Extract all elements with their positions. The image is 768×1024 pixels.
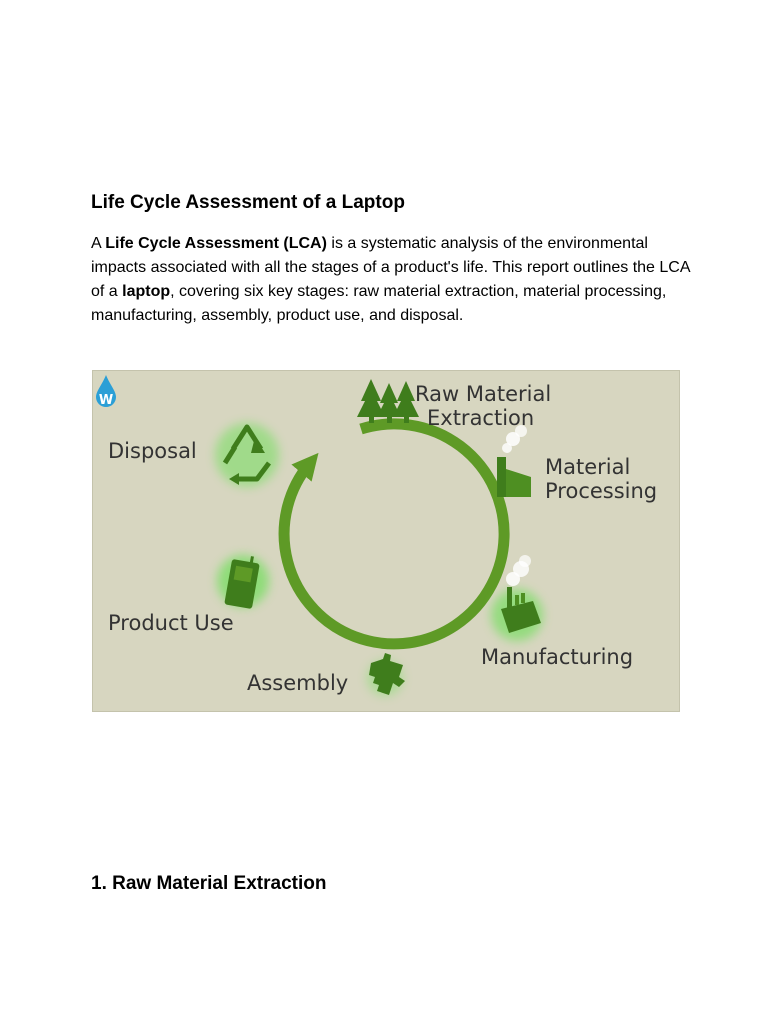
lca-cycle-figure: W <box>92 370 680 712</box>
cycle-ring-arrow <box>278 418 510 650</box>
stage-label-raw-material-extraction: Raw Material Extraction <box>415 382 551 430</box>
mobile-phone-icon <box>217 555 269 609</box>
raw-material-line2: Extraction <box>427 406 535 430</box>
lca-cycle-graphic: W <box>96 375 543 696</box>
stage-label-disposal: Disposal <box>108 439 197 463</box>
trees-icon <box>357 379 419 423</box>
droplet-logo-icon: W <box>96 375 116 408</box>
recycle-icon <box>215 423 279 487</box>
intro-bold-laptop: laptop <box>122 283 171 300</box>
raw-material-line1: Raw Material <box>415 382 552 406</box>
stage-label-material-processing: Material Processing <box>545 455 657 503</box>
factory-icon <box>497 425 531 497</box>
intro-text-3: , covering six key stages: raw material … <box>91 283 667 324</box>
stage-label-assembly: Assembly <box>247 671 349 695</box>
puzzle-piece-icon <box>367 653 405 696</box>
material-processing-line2: Processing <box>545 479 658 503</box>
intro-paragraph: A Life Cycle Assessment (LCA) is a syste… <box>91 232 691 328</box>
manufacturing-machine-icon <box>491 555 543 641</box>
document-title: Life Cycle Assessment of a Laptop <box>91 192 405 213</box>
intro-bold-lca: Life Cycle Assessment (LCA) <box>105 235 327 252</box>
intro-text-1: A <box>91 235 106 252</box>
stage-label-product-use: Product Use <box>108 611 234 635</box>
stage-label-manufacturing: Manufacturing <box>481 645 634 669</box>
section-title-raw-material-extraction: 1. Raw Material Extraction <box>91 873 327 894</box>
logo-letter: W <box>99 393 113 408</box>
material-processing-line1: Material <box>545 455 631 479</box>
intro-text-2: is a systematic analysis of the environm… <box>91 235 690 300</box>
